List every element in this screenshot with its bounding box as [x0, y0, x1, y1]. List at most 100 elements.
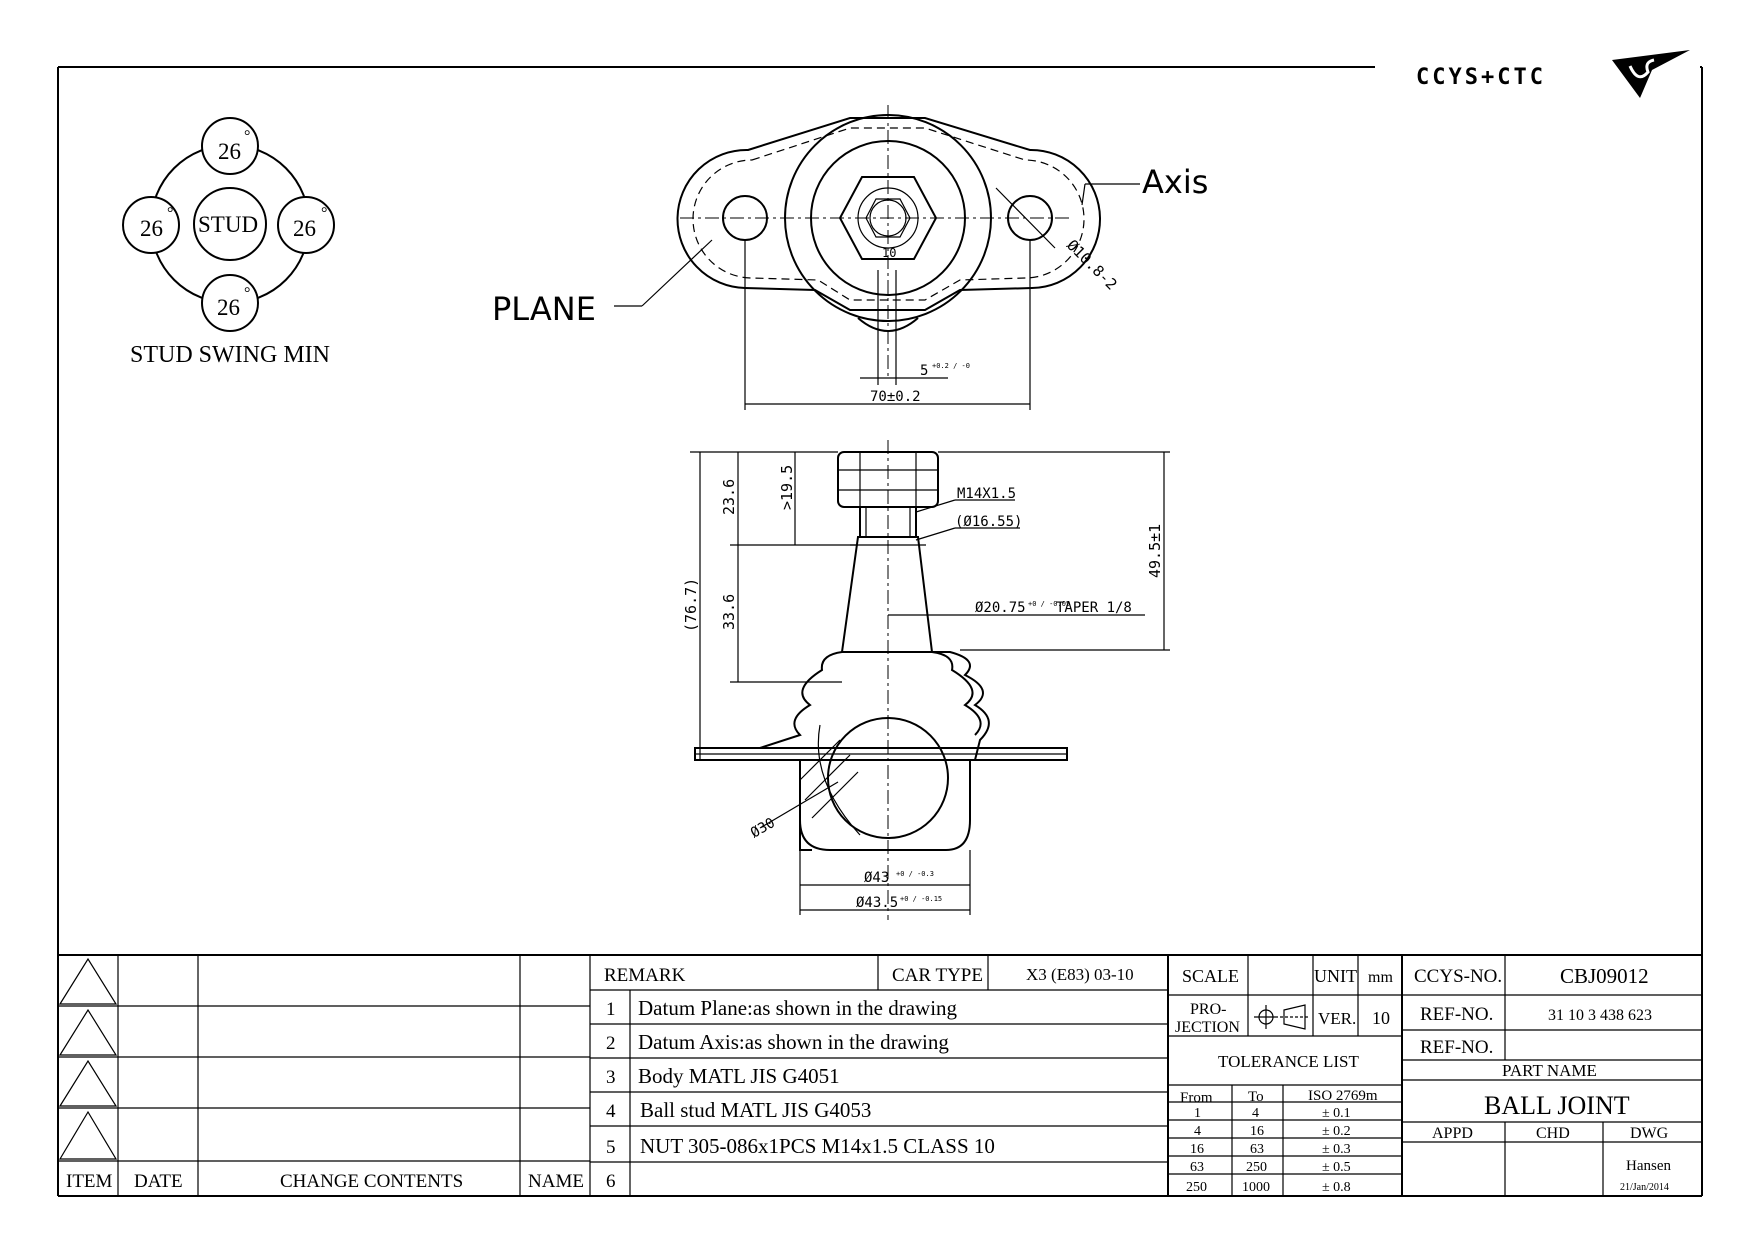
remark-text-3: Body MATL JIS G4051 [638, 1064, 840, 1088]
tol-row-4-to: 250 [1246, 1160, 1267, 1175]
slot-dim: 5 [920, 363, 928, 379]
taper-diameter: Ø20.75 [975, 600, 1026, 616]
stud-swing-diagram: 26 ° 26 ° 26 ° 26 ° STUD STUD SWING MIN [122, 117, 335, 368]
body-diameter-dim: Ø43 [864, 870, 889, 886]
projection-label-2: JECTION [1175, 1019, 1240, 1036]
logo-text: CCYS+CTC [1416, 65, 1546, 90]
remark-text-1: Datum Plane:as shown in the drawing [638, 996, 958, 1020]
swing-right-circle [277, 196, 335, 254]
flange-diameter-dim: Ø43.5 [856, 895, 898, 911]
dwg-label: DWG [1630, 1125, 1669, 1142]
ref-no2-label: REF-NO. [1420, 1037, 1493, 1058]
body-diameter-tol: +0 / -0.3 [896, 870, 934, 878]
hole-diameter-dim: Ø10.8-2 [1063, 236, 1120, 293]
tol-row-4-iso: ± 0.5 [1322, 1160, 1351, 1175]
plane-label: PLANE [492, 290, 596, 328]
ball-diameter-dim: Ø30 [748, 815, 778, 842]
remark-text-4: Ball stud MATL JIS G4053 [640, 1098, 871, 1122]
rev-header-name: NAME [528, 1171, 584, 1192]
remark-no-5: 5 [606, 1137, 616, 1158]
swing-right-degree: ° [321, 205, 327, 222]
swing-right-value: 26 [293, 216, 316, 241]
remark-no-4: 4 [606, 1101, 616, 1122]
swing-bottom-circle [201, 274, 259, 332]
title-block-frame [58, 954, 1702, 1196]
rev-header-date: DATE [134, 1171, 183, 1192]
swing-bottom-degree: ° [244, 285, 250, 302]
tol-row-3-from: 16 [1190, 1142, 1204, 1157]
stud-center-label: STUD [198, 212, 258, 237]
dwg-date: 21/Jan/2014 [1620, 1182, 1669, 1193]
tol-row-3-to: 63 [1250, 1142, 1264, 1157]
tol-row-2-to: 16 [1250, 1124, 1264, 1139]
tol-header-from: From [1180, 1090, 1213, 1106]
ref-no-value: 31 10 3 438 623 [1548, 1007, 1652, 1024]
top-view: 10 Axis Ø10.8-2 PLANE 5 +0.2 / -0 70±0.2 [492, 105, 1208, 410]
swing-left-degree: ° [167, 205, 173, 222]
side-view: Ø43 +0 / -0.3 Ø43.5 +0 / -0.15 Ø30 (76.7… [682, 440, 1170, 920]
hex-size-label: 10 [882, 246, 896, 260]
overall-height-dim: (76.7) [682, 578, 700, 632]
stud-center-circle [193, 187, 267, 261]
remark-no-2: 2 [606, 1033, 616, 1054]
part-name-label: PART NAME [1502, 1061, 1597, 1080]
remark-text-2: Datum Axis:as shown in the drawing [638, 1030, 949, 1054]
dim-33-6: 33.6 [720, 594, 738, 630]
car-type-label: CAR TYPE [892, 965, 983, 986]
dim-19-5: >19.5 [778, 465, 796, 510]
ccys-no-value: CBJ09012 [1560, 964, 1649, 988]
tolerance-title: TOLERANCE LIST [1218, 1052, 1359, 1071]
tol-header-iso: ISO 2769m [1308, 1088, 1378, 1104]
rev-header-item: ITEM [66, 1171, 113, 1192]
remark-text-5: NUT 305-086x1PCS M14x1.5 CLASS 10 [640, 1134, 995, 1158]
axis-label: Axis [1142, 163, 1208, 201]
remark-header: REMARK [604, 965, 686, 986]
taper-ratio: TAPER 1/8 [1056, 600, 1132, 616]
first-angle-projection-icon [1254, 1004, 1310, 1030]
width-dim: 70±0.2 [870, 389, 921, 405]
dwg-name: Hansen [1626, 1158, 1671, 1174]
tol-row-1-from: 1 [1194, 1106, 1201, 1121]
tol-row-1-iso: ± 0.1 [1322, 1106, 1351, 1121]
projection-label-1: PRO- [1190, 1001, 1226, 1018]
chd-label: CHD [1536, 1125, 1570, 1142]
tol-row-1-to: 4 [1252, 1106, 1259, 1121]
taper-tolerance: +0 / -0.05 [1028, 600, 1070, 608]
remark-no-1: 1 [606, 999, 616, 1020]
dim-23-6: 23.6 [720, 479, 738, 515]
appd-label: APPD [1432, 1125, 1473, 1142]
flange-diameter-tol: +0 / -0.15 [900, 895, 942, 903]
tol-row-5-to: 1000 [1242, 1180, 1270, 1195]
swing-bottom-value: 26 [217, 295, 240, 320]
ver-label: VER. [1318, 1009, 1356, 1028]
ccys-no-label: CCYS-NO. [1414, 966, 1502, 987]
logo-mark-icon [1612, 50, 1690, 98]
swing-left-value: 26 [140, 216, 163, 241]
dim-49-5: 49.5±1 [1146, 524, 1164, 578]
swing-top-circle [201, 117, 259, 175]
unit-label: UNIT [1314, 966, 1357, 986]
thread-diameter: (Ø16.55) [955, 514, 1022, 530]
stud-swing-caption: STUD SWING MIN [130, 342, 330, 368]
tol-row-2-iso: ± 0.2 [1322, 1124, 1351, 1139]
swing-top-degree: ° [244, 128, 250, 145]
slot-tolerance: +0.2 / -0 [932, 362, 970, 370]
company-logo: CCYS+CTC [1410, 50, 1690, 104]
remark-no-3: 3 [606, 1067, 616, 1088]
ver-value: 10 [1372, 1008, 1390, 1028]
tol-row-2-from: 4 [1194, 1124, 1201, 1139]
rev-header-change: CHANGE CONTENTS [280, 1171, 463, 1192]
swing-left-circle [122, 196, 180, 254]
swing-top-value: 26 [218, 139, 241, 164]
tol-row-5-iso: ± 0.8 [1322, 1180, 1351, 1195]
thread-spec: M14X1.5 [957, 486, 1016, 502]
remark-no-6: 6 [606, 1171, 616, 1192]
part-name-value: BALL JOINT [1484, 1091, 1630, 1120]
ref-no-label: REF-NO. [1420, 1004, 1493, 1025]
unit-value: mm [1368, 969, 1393, 986]
tol-header-to: To [1248, 1089, 1264, 1105]
scale-label: SCALE [1182, 966, 1239, 986]
car-type-value: X3 (E83) 03-10 [1026, 965, 1134, 984]
tol-row-4-from: 63 [1190, 1160, 1204, 1175]
